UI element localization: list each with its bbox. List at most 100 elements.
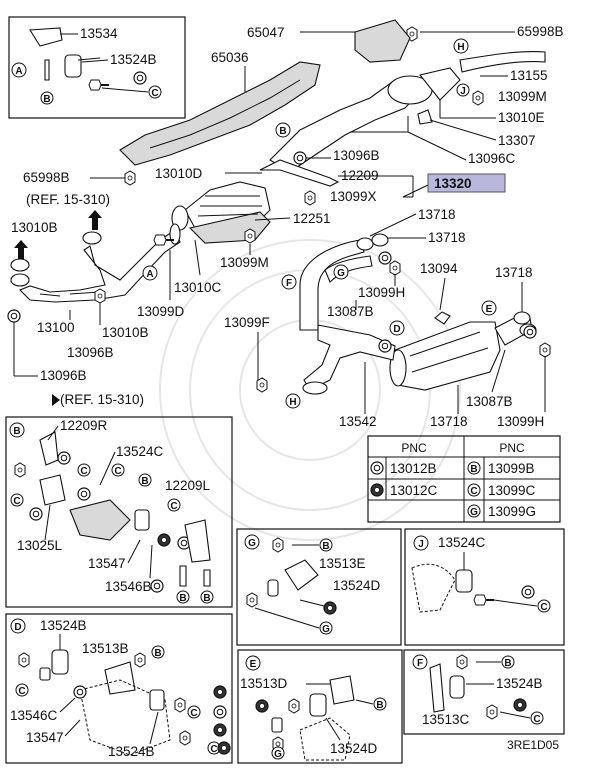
label-13096b-lowest: 13096B bbox=[40, 368, 87, 383]
inset-b-box bbox=[5, 416, 233, 608]
ref-15-310-bottom: (REF. 15-310) bbox=[60, 392, 144, 407]
label-13547: 13547 bbox=[88, 556, 126, 571]
label-13099m-mid: 13099M bbox=[220, 255, 269, 270]
label-13534: 13534 bbox=[80, 26, 118, 41]
arrow-up-icon bbox=[88, 210, 102, 230]
rubber-mount bbox=[134, 509, 150, 531]
pnc-code-13099b: 13099B bbox=[488, 461, 535, 476]
ref-15-310-top: (REF. 15-310) bbox=[26, 192, 110, 207]
label-13718-a: 13718 bbox=[418, 207, 456, 222]
label-13100: 13100 bbox=[37, 320, 75, 335]
label-13307: 13307 bbox=[498, 133, 536, 148]
label-13524d-inset-e: 13524D bbox=[330, 741, 378, 756]
bracket-12209r bbox=[39, 431, 59, 466]
svg-text:J: J bbox=[418, 539, 424, 550]
label-65036: 65036 bbox=[211, 50, 249, 65]
svg-text:C: C bbox=[114, 466, 121, 477]
label-13524c-inset-b: 13524C bbox=[116, 444, 164, 459]
inset-j-circle: J bbox=[413, 535, 429, 551]
label-13087b-right: 13087B bbox=[466, 394, 513, 409]
svg-text:A: A bbox=[146, 269, 153, 280]
svg-text:F: F bbox=[286, 278, 292, 289]
label-13099h-right: 13099H bbox=[497, 414, 544, 429]
upper-heat-shield bbox=[354, 19, 411, 63]
svg-text:B: B bbox=[154, 648, 161, 659]
svg-text:D: D bbox=[14, 622, 21, 633]
label-13010b-bottom: 13010B bbox=[102, 325, 149, 340]
label-13096c: 13096C bbox=[468, 151, 516, 166]
inset-b-circle: B bbox=[9, 422, 25, 438]
hanger-body bbox=[69, 499, 131, 541]
svg-text:B: B bbox=[141, 476, 148, 487]
bracket-13513b bbox=[104, 661, 136, 695]
bracket-13513c bbox=[429, 663, 445, 713]
label-13099x: 13099X bbox=[330, 189, 377, 204]
svg-text:C: C bbox=[151, 88, 158, 99]
pipe-phantom-j bbox=[411, 563, 456, 613]
pnc-code-13099g: 13099G bbox=[488, 504, 536, 519]
callout-d: D bbox=[389, 320, 405, 336]
svg-text:C: C bbox=[80, 466, 87, 477]
callout-h-mid: H bbox=[285, 393, 301, 409]
inset-d-circle: D bbox=[10, 618, 26, 634]
svg-text:G: G bbox=[274, 749, 282, 760]
label-65047: 65047 bbox=[247, 25, 285, 40]
label-13513b: 13513B bbox=[82, 641, 129, 656]
bracket-13513d bbox=[329, 675, 355, 705]
diagram-code: 3RE1D05 bbox=[507, 738, 559, 752]
svg-text:B: B bbox=[322, 541, 329, 552]
svg-text:D: D bbox=[393, 324, 400, 335]
label-13099f: 13099F bbox=[224, 315, 270, 330]
label-13010e: 13010E bbox=[498, 110, 545, 125]
pnc-header-right: PNC bbox=[499, 441, 525, 455]
callout-a-mid: A bbox=[142, 265, 158, 281]
label-13087b-mid: 13087B bbox=[327, 304, 374, 319]
label-65998b-top: 65998B bbox=[517, 24, 564, 39]
label-13524b-inset-a: 13524B bbox=[110, 52, 157, 67]
svg-text:C: C bbox=[210, 744, 217, 755]
inset-g-box bbox=[236, 528, 402, 646]
inset-j-box bbox=[404, 528, 565, 646]
inset-a-bracket: B C bbox=[29, 27, 162, 105]
label-13010d: 13010D bbox=[155, 166, 203, 181]
hanger-13025l bbox=[39, 474, 66, 506]
label-65998b-left: 65998B bbox=[23, 170, 70, 185]
svg-text:B: B bbox=[279, 126, 286, 137]
label-13542: 13542 bbox=[339, 414, 377, 429]
label-13524b-inset-d: 13524B bbox=[40, 618, 87, 633]
label-13099m-top: 13099M bbox=[498, 89, 547, 104]
svg-text:B: B bbox=[203, 593, 210, 604]
callout-h-top: H J bbox=[453, 38, 546, 97]
label-13547-d: 13547 bbox=[26, 730, 64, 745]
svg-text:E: E bbox=[250, 659, 257, 670]
svg-text:C: C bbox=[533, 714, 540, 725]
pnc-code-13099c: 13099C bbox=[488, 483, 536, 498]
callout-e: E bbox=[481, 300, 497, 316]
label-13524b-inset-d-bottom: 13524B bbox=[108, 744, 155, 759]
svg-text:B: B bbox=[43, 94, 50, 105]
pipe-phantom-e bbox=[299, 717, 351, 761]
label-12209r: 12209R bbox=[60, 418, 108, 433]
arrow-right-icon bbox=[52, 394, 60, 406]
label-13094: 13094 bbox=[420, 261, 458, 276]
label-13025l: 13025L bbox=[17, 538, 63, 553]
svg-text:B: B bbox=[13, 426, 20, 437]
svg-text:G: G bbox=[470, 507, 478, 518]
svg-text:A: A bbox=[15, 66, 22, 77]
label-13096b-bottom: 13096B bbox=[67, 345, 114, 360]
front-heat-shield bbox=[119, 61, 321, 166]
label-13718-d: 13718 bbox=[430, 414, 468, 429]
front-pipe bbox=[10, 223, 181, 303]
svg-text:G: G bbox=[248, 538, 256, 549]
svg-text:B: B bbox=[376, 700, 383, 711]
center-pipe-assembly bbox=[269, 67, 461, 173]
inset-f-box bbox=[403, 649, 565, 735]
label-13524b-inset-f: 13524B bbox=[496, 676, 543, 691]
inset-d-box bbox=[5, 613, 233, 764]
svg-text:G: G bbox=[337, 268, 345, 279]
svg-text:B: B bbox=[179, 593, 186, 604]
label-12209l: 12209L bbox=[165, 478, 211, 493]
svg-text:E: E bbox=[486, 304, 493, 315]
